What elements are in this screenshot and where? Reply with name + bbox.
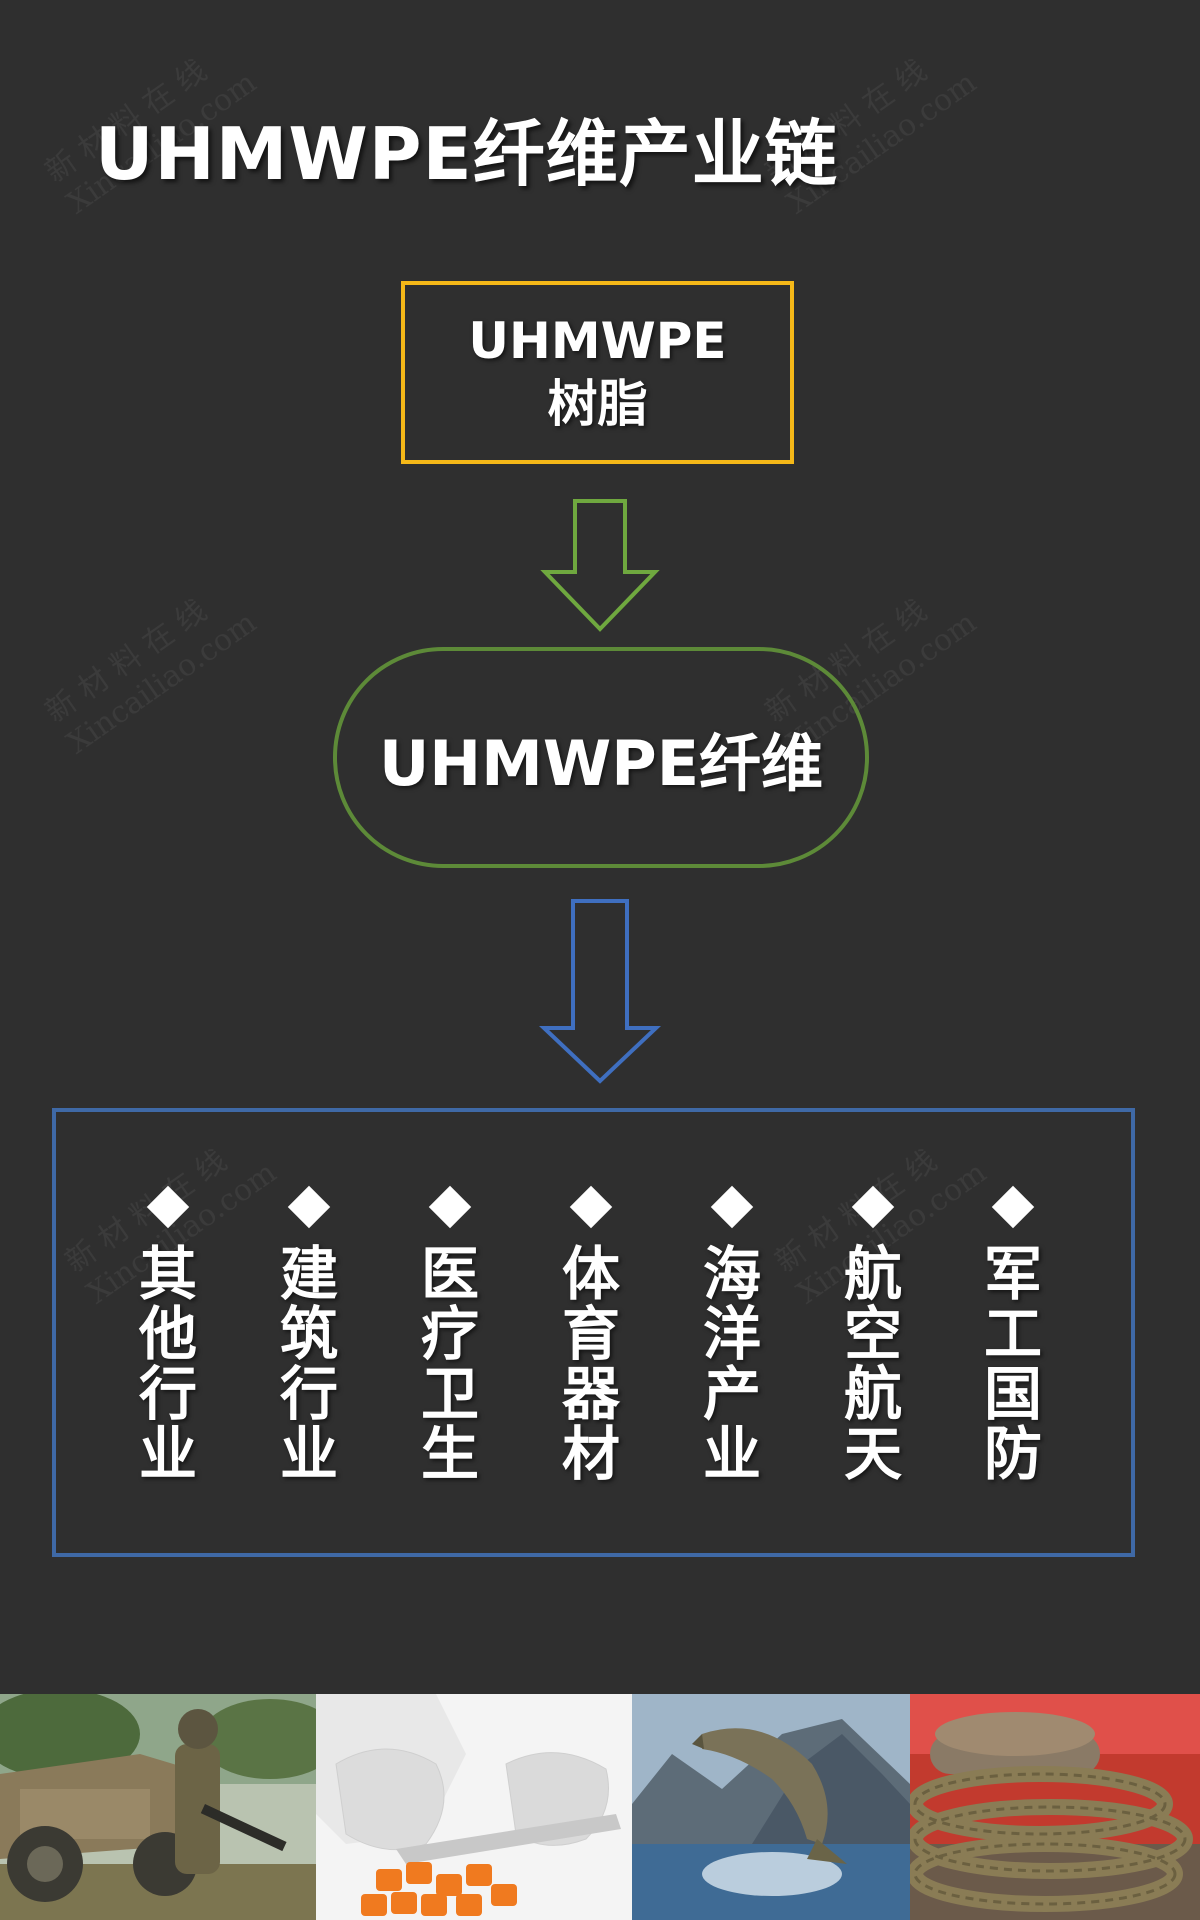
application-item: 建筑行业: [269, 1185, 349, 1488]
military-vehicle-photo: [0, 1694, 316, 1920]
fiber-node: UHMWPE纤维: [333, 647, 869, 868]
application-label: 海洋产业: [702, 1240, 761, 1488]
mooring-rope-photo: [910, 1694, 1200, 1920]
diamond-bullet-icon: [428, 1185, 472, 1229]
gloved-hands-cutting-photo: [316, 1694, 632, 1920]
application-item: 其他行业: [128, 1185, 208, 1488]
diamond-bullet-icon: [287, 1185, 331, 1229]
application-label: 医疗卫生: [420, 1240, 479, 1488]
fiber-label: UHMWPE纤维: [378, 726, 824, 800]
application-item: 医疗卫生: [410, 1185, 490, 1488]
application-label: 军工国防: [983, 1240, 1042, 1488]
resin-label-line2: 树脂: [547, 374, 648, 433]
resin-node: UHMWPE 树脂: [401, 281, 794, 464]
application-label: 航空航天: [843, 1240, 902, 1488]
down-arrow-icon: [538, 899, 662, 1084]
application-item: 海洋产业: [692, 1185, 772, 1488]
application-label: 建筑行业: [279, 1240, 338, 1488]
application-item: 军工国防: [973, 1185, 1053, 1488]
application-item: 航空航天: [833, 1185, 913, 1488]
applications-box: [52, 1108, 1135, 1557]
diamond-bullet-icon: [991, 1185, 1035, 1229]
page-title: UHMWPE纤维产业链: [95, 112, 838, 196]
leaping-fish-photo: [632, 1694, 910, 1920]
down-arrow-icon: [540, 499, 660, 632]
diamond-bullet-icon: [146, 1185, 190, 1229]
resin-label-line1: UHMWPE: [468, 312, 727, 370]
diamond-bullet-icon: [851, 1185, 895, 1229]
application-label: 体育器材: [561, 1240, 620, 1488]
application-label: 其他行业: [138, 1240, 197, 1488]
application-item: 体育器材: [551, 1185, 631, 1488]
diamond-bullet-icon: [569, 1185, 613, 1229]
watermark: 新 材 料 在 线 Xincailiao.com: [39, 593, 263, 761]
diamond-bullet-icon: [710, 1185, 754, 1229]
